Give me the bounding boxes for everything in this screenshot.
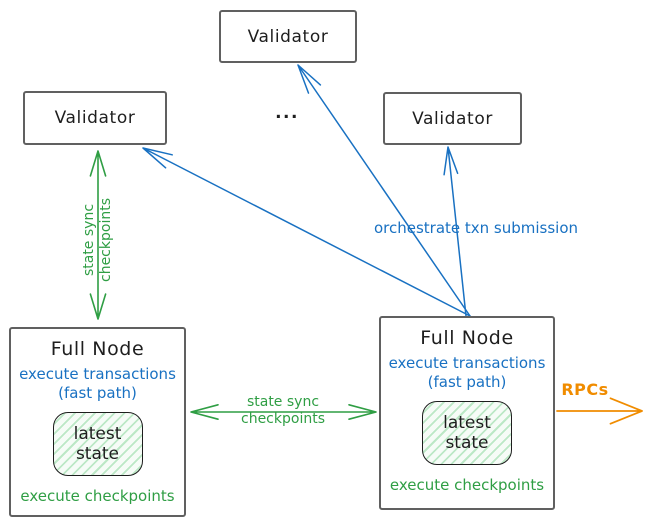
orchestrate-arrow-to-right-validator — [443, 146, 467, 317]
full-node-right-fast-path: (fast path) — [427, 373, 507, 391]
full-node-box-right: Full Node execute transactions (fast pat… — [379, 316, 555, 510]
validator-box-left: Validator — [23, 91, 167, 145]
latest-state-box-left: latest state — [52, 412, 143, 476]
validator-left-label: Validator — [54, 108, 136, 128]
latest-state-right-line1: latest — [443, 413, 491, 433]
rpcs-label: RPCs — [561, 380, 609, 399]
orchestrate-arrow-to-top-validator — [297, 64, 471, 317]
orchestrate-txn-submission-label: orchestrate txn submission — [373, 219, 579, 237]
state-sync-checkpoints-horizontal-label: state sync checkpoints — [218, 394, 348, 428]
validator-box-top: Validator — [219, 10, 357, 63]
full-node-box-left: Full Node execute transactions (fast pat… — [9, 327, 186, 517]
validator-right-label: Validator — [412, 108, 493, 129]
validator-box-right: Validator — [383, 92, 522, 145]
validators-ellipsis: ... — [275, 103, 299, 123]
state-sync-horizontal-line1: state sync — [246, 394, 320, 410]
orchestrate-arrow-to-left-validator — [142, 147, 471, 317]
full-node-right-exec-transactions: execute transactions — [388, 354, 546, 372]
full-node-right-execute-checkpoints: execute checkpoints — [389, 476, 545, 494]
full-node-left-execute-checkpoints: execute checkpoints — [20, 487, 175, 505]
full-node-left-title: Full Node — [50, 338, 145, 360]
latest-state-right-line2: state — [445, 433, 489, 453]
state-sync-vertical-arrow — [89, 150, 107, 320]
state-sync-horizontal-line2: checkpoints — [241, 411, 325, 427]
state-sync-horizontal-arrow — [190, 404, 377, 420]
full-node-left-fast-path: (fast path) — [58, 384, 137, 402]
state-sync-checkpoints-vertical-label: state sync checkpoints — [81, 160, 115, 320]
full-node-right-title: Full Node — [420, 327, 514, 349]
full-node-left-exec-transactions: execute transactions — [19, 365, 176, 383]
state-sync-vertical-line2: checkpoints — [98, 198, 114, 282]
latest-state-left-line2: state — [75, 444, 120, 464]
latest-state-left-line1: latest — [73, 424, 122, 444]
latest-state-box-right: latest state — [422, 401, 512, 465]
validator-top-label: Validator — [247, 26, 329, 47]
state-sync-vertical-line1: state sync — [81, 203, 97, 277]
rpcs-arrow — [556, 397, 643, 425]
